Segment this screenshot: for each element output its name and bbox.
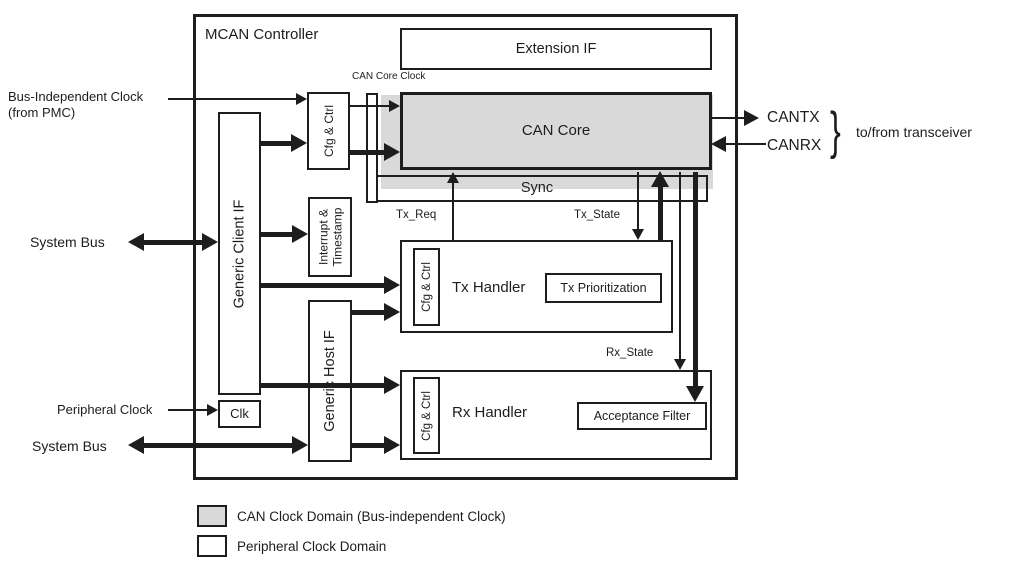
system-bus-top-label: System Bus [30,234,105,250]
generic-client-if-label: Generic Client IF [231,199,248,308]
diagram-title: MCAN Controller [205,26,319,43]
tx-cfg-ctrl-label: Cfg & Ctrl [420,262,433,312]
sync-label: Sync [520,180,554,197]
peripheral-clock-label: Peripheral Clock [57,402,153,417]
tx-state-label: Tx_State [574,209,621,221]
mcan-controller-box [193,14,738,480]
clk-block: Clk [218,400,261,428]
rx-cfg-ctrl-block: Cfg & Ctrl [413,377,440,454]
can-core-clock-label: CAN Core Clock [352,71,426,82]
legend-peripheral-clock-domain-label: Peripheral Clock Domain [237,539,387,554]
transceiver-brace: } [830,102,841,160]
rx-handler-block [400,370,712,460]
rx-cfg-ctrl-label: Cfg & Ctrl [420,390,433,441]
generic-host-if-block: Generic Host IF [308,300,352,462]
interrupt-timestamp-block: Interrupt & Timestamp [308,197,352,277]
interrupt-timestamp-label-line1: Interrupt & [316,208,330,266]
cfg-ctrl-top-block: Cfg & Ctrl [307,92,350,170]
can-core-label: CAN Core [521,122,591,140]
legend-peripheral-clock-domain-swatch [197,535,227,557]
cantx-label: CANTX [767,109,820,126]
acceptance-filter-label: Acceptance Filter [593,408,691,423]
cfg-ctrl-top-label: Cfg & Ctrl [321,104,336,158]
rx-state-label: Rx_State [606,347,654,359]
generic-client-if-block: Generic Client IF [218,112,261,395]
bus-independent-clock-label-line1: Bus-Independent Clock [8,89,144,104]
legend-can-clock-domain-label: CAN Clock Domain (Bus-independent Clock) [237,509,506,524]
legend-can-clock-domain-swatch [197,505,227,527]
acceptance-filter-block: Acceptance Filter [577,402,707,430]
tx-handler-label: Tx Handler [452,279,526,296]
tx-req-label: Tx_Req [396,209,437,221]
rx-handler-label: Rx Handler [452,404,528,421]
system-bus-bottom-label: System Bus [32,438,107,454]
tx-prioritization-block: Tx Prioritization [545,273,662,303]
can-core-clock-line [366,93,378,203]
extension-if-label: Extension IF [515,40,597,57]
bus-independent-clock-label-line2: (from PMC) [8,105,76,120]
clk-label: Clk [230,405,249,421]
tx-prioritization-label: Tx Prioritization [560,280,647,295]
canrx-label: CANRX [767,137,822,154]
extension-if-block: Extension IF [400,28,712,70]
generic-host-if-label: Generic Host IF [322,330,338,432]
interrupt-timestamp-label-line2: Timestamp [330,207,344,267]
tx-cfg-ctrl-block: Cfg & Ctrl [413,248,440,326]
to-from-transceiver-label: to/from transceiver [856,124,972,140]
can-core-block: CAN Core [400,92,712,170]
